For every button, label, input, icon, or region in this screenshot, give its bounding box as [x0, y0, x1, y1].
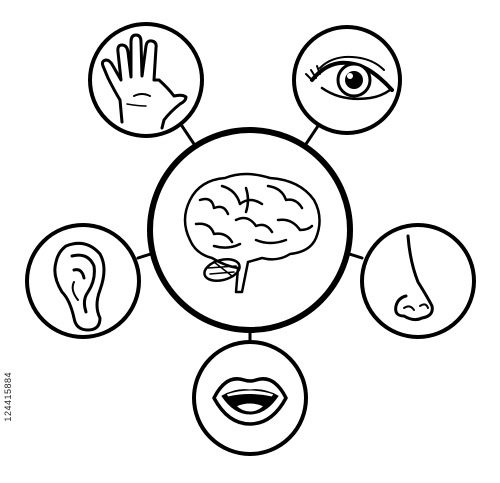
taste-node: [192, 340, 308, 456]
hearing-node: [25, 223, 141, 339]
eye-icon: [305, 55, 394, 101]
sight-node: [292, 25, 402, 135]
hand-icon: [100, 33, 188, 130]
brain-icon: [183, 172, 321, 294]
smell-node: [360, 223, 476, 339]
ear-icon: [53, 241, 106, 332]
touch-circle: [88, 22, 204, 138]
touch-node: [88, 22, 204, 138]
brain-circle: [147, 127, 353, 333]
brain-node: [147, 127, 353, 333]
hearing-circle: [25, 223, 141, 339]
stock-id-watermark: 124415884: [3, 372, 13, 422]
nose-icon: [394, 234, 434, 322]
mouth-icon: [212, 377, 288, 426]
